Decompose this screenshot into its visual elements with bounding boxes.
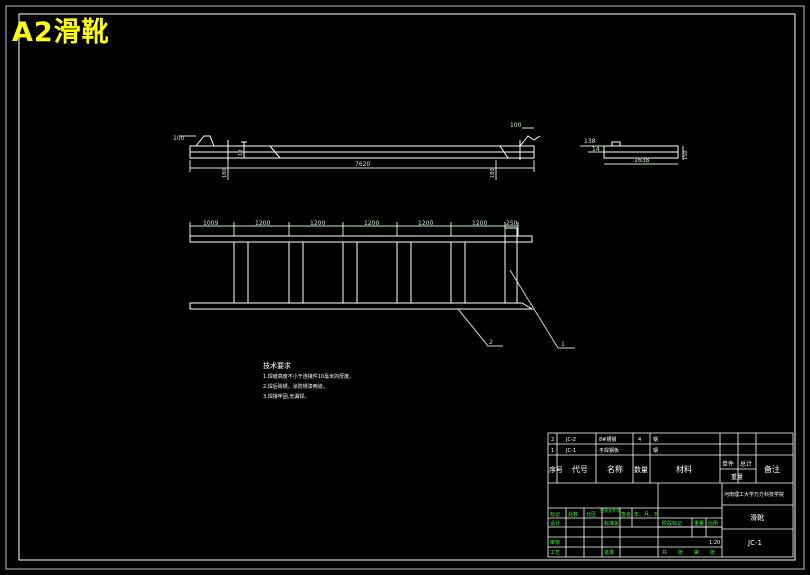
drawing-name: 滑靴	[750, 513, 764, 522]
part-row-2-qty: 4	[638, 437, 641, 443]
header-qty: 数量	[634, 465, 648, 474]
label-sign: 标记	[550, 511, 560, 518]
header-material: 材料	[676, 464, 692, 474]
plan-top-rail	[189, 235, 533, 243]
header-weight: 重量	[731, 473, 743, 481]
scale-value: 1:20	[709, 540, 720, 546]
elevation-view	[180, 127, 541, 180]
part-row-2-name: 8#槽钢	[599, 436, 616, 443]
label-reviewer: 审核	[550, 539, 560, 546]
label-sheet-word-1: 张	[678, 549, 683, 556]
dim-elev-left-side: 180	[222, 168, 228, 178]
notes-heading: 技术要求	[263, 361, 291, 370]
plan-view	[189, 222, 575, 349]
label-zone: 分区	[586, 511, 596, 518]
header-unit-weight: 单件	[722, 460, 734, 468]
label-ratio: 比例	[708, 520, 718, 527]
note-3: 3.焊接牢固,无漏焊。	[263, 393, 309, 400]
section-view	[580, 141, 684, 165]
dim-elev-span: 7620	[355, 161, 370, 168]
part-row-2-material: 钢	[653, 436, 658, 443]
sheet-title: A2滑靴	[12, 17, 110, 48]
header-total-weight: 总计	[740, 460, 752, 468]
dim-elev-right-top: 100	[510, 122, 522, 129]
label-sheets-total: 共	[662, 549, 667, 556]
plan-bottom-rail	[189, 302, 534, 310]
outer-border	[5, 5, 805, 570]
label-weight: 重量	[694, 520, 704, 527]
label-approve: 批准	[604, 549, 614, 556]
dim-section-bottom: 1638	[634, 157, 649, 164]
label-sheet-word-2: 张	[710, 549, 715, 556]
label-count: 处数	[568, 511, 578, 518]
label-stage-mark: 阶段标记	[662, 520, 682, 527]
header-name: 名称	[607, 464, 623, 474]
plan-spacing-0: 1009	[203, 220, 218, 227]
drawing-code: JC-1	[747, 539, 762, 547]
plan-spacing-5: 1200	[472, 220, 487, 227]
note-1: 1.焊缝高度不小于连接件10毫米的厚度。	[263, 373, 354, 380]
label-designer: 设计	[550, 520, 560, 527]
plan-spacing-6: 250	[506, 220, 518, 227]
dim-section-right: 150	[683, 150, 689, 160]
dim-section-left: 14	[592, 146, 600, 153]
part-row-1-name: 平焊钢板	[599, 447, 619, 454]
header-no: 序号	[549, 465, 563, 474]
plan-spacing-1: 1200	[255, 220, 270, 227]
header-remark: 备注	[764, 464, 780, 474]
plan-spacing-2: 1200	[310, 220, 325, 227]
dim-elev-right-side: 180	[490, 168, 496, 178]
dim-elev-left-small: 10	[238, 150, 244, 156]
note-2: 2.焊后除锈，涂防锈漆两道。	[263, 383, 328, 390]
inner-border	[18, 13, 796, 561]
label-signature: 签名	[621, 511, 631, 518]
plan-spacing-4: 1200	[418, 220, 433, 227]
part-row-2-code: JC-2	[565, 437, 576, 443]
callout-1: 1	[561, 341, 565, 348]
title-block	[547, 432, 794, 558]
school-name: 河南理工大学万方科技学院	[724, 491, 784, 498]
label-date: 年、月、日	[634, 511, 659, 518]
dim-elev-left-top: 100	[173, 135, 185, 142]
callout-2: 2	[489, 339, 493, 346]
label-standardization: 标准化	[604, 520, 619, 527]
label-sheet-no: 第	[694, 549, 699, 556]
part-row-1-code: JC-1	[565, 448, 576, 454]
header-code: 代号	[572, 464, 588, 474]
part-row-2-no: 2	[551, 437, 554, 443]
dim-section-top: 138	[584, 138, 596, 145]
plan-spacing-3: 1200	[364, 220, 379, 227]
label-process: 工艺	[550, 550, 560, 556]
label-change-doc: 更改文件号	[600, 507, 620, 513]
part-row-1-material: 钢	[653, 447, 658, 454]
part-row-1-no: 1	[551, 448, 554, 454]
